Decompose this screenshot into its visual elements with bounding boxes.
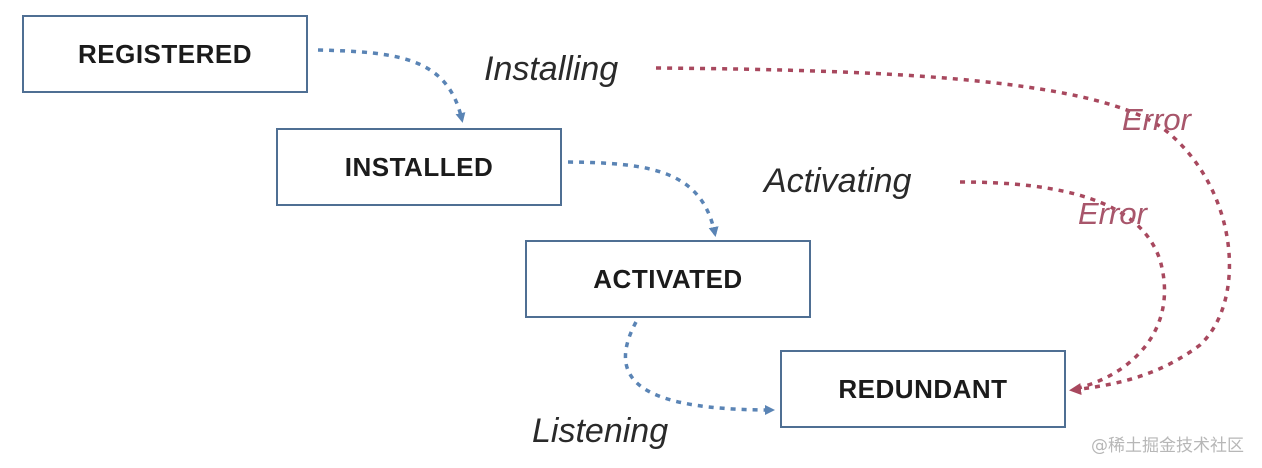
- edge-installed-to-activated: [567, 160, 719, 237]
- transition-activating-label: Activating: [764, 162, 912, 200]
- state-redundant-label: REDUNDANT: [838, 373, 1008, 404]
- state-registered: REGISTERED: [22, 15, 308, 93]
- edge-registered-to-installed: [317, 48, 466, 123]
- transition-activating-error-label: Error: [1078, 196, 1147, 231]
- transition-installing-label: Installing: [484, 50, 619, 88]
- state-installed-label: INSTALLED: [344, 151, 494, 182]
- state-activated-label: ACTIVATED: [593, 263, 743, 294]
- edge-activating-error-to-redundant: [959, 180, 1167, 390]
- state-registered-label: REGISTERED: [77, 38, 253, 69]
- edge-activated-to-redundant: [623, 321, 775, 415]
- transition-listening-label: Listening: [532, 412, 669, 450]
- edge-installing-error-to-redundant: [655, 66, 1232, 395]
- transition-installing-error-label: Error: [1122, 102, 1191, 137]
- state-activated: ACTIVATED: [525, 240, 811, 318]
- state-redundant: REDUNDANT: [780, 350, 1066, 428]
- watermark: @稀土掘金技术社区: [1091, 436, 1244, 456]
- state-installed: INSTALLED: [276, 128, 562, 206]
